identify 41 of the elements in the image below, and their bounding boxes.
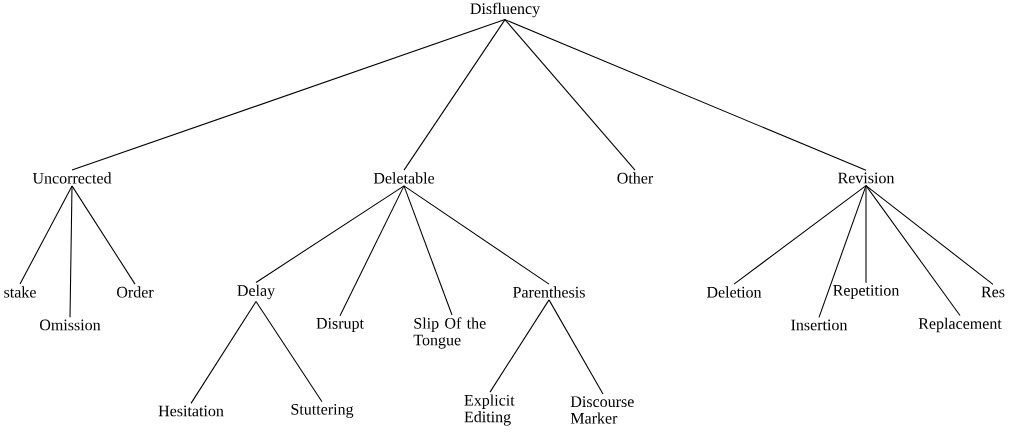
tree-branch <box>403 185 550 285</box>
category-label: Replacement <box>918 317 1002 333</box>
category-label: Order <box>117 286 154 298</box>
category-label: Explicit Editing <box>464 394 515 426</box>
category-label: Hesitation <box>158 405 224 417</box>
tree-branch <box>818 185 867 318</box>
category-label: Deletable <box>373 172 435 184</box>
tree-branch <box>339 185 405 317</box>
tree-branch <box>255 301 323 403</box>
category-label: Revision <box>838 172 895 184</box>
category-label: Uncorrected <box>32 172 112 184</box>
tree-branch <box>504 19 636 171</box>
category-label: Repetition <box>833 285 900 299</box>
category-label: Delay <box>237 284 276 300</box>
category-label: Disrupt <box>316 318 364 332</box>
tree-branch <box>733 185 867 285</box>
category-label: Discourse Marker <box>570 396 634 424</box>
category-label: Res <box>981 286 1005 298</box>
category-label: Omission <box>40 319 101 331</box>
category-label: Stuttering <box>291 403 354 418</box>
tree-branch <box>865 185 994 285</box>
tree-branch <box>255 185 405 283</box>
tree-branch <box>865 185 961 316</box>
category-label: Slip Of the Tongue <box>413 317 486 349</box>
tree-branch <box>190 301 257 404</box>
tree-branch <box>71 19 506 171</box>
tree-branch <box>69 185 73 318</box>
category-label: Disfluency <box>470 2 541 18</box>
tree-branch <box>403 19 506 171</box>
category-label: stake <box>4 286 36 298</box>
tree-branch <box>504 19 867 171</box>
category-label: Insertion <box>791 319 848 331</box>
category-label: Deletion <box>706 286 762 298</box>
tree-branch <box>489 299 550 393</box>
tree-branch <box>548 299 604 395</box>
tree-branch <box>865 185 867 284</box>
tree-branch <box>403 185 453 316</box>
tree-branch <box>19 185 73 285</box>
tree-branch <box>71 185 136 285</box>
category-label: Other <box>617 172 654 184</box>
category-label: Parenthesis <box>513 286 585 298</box>
